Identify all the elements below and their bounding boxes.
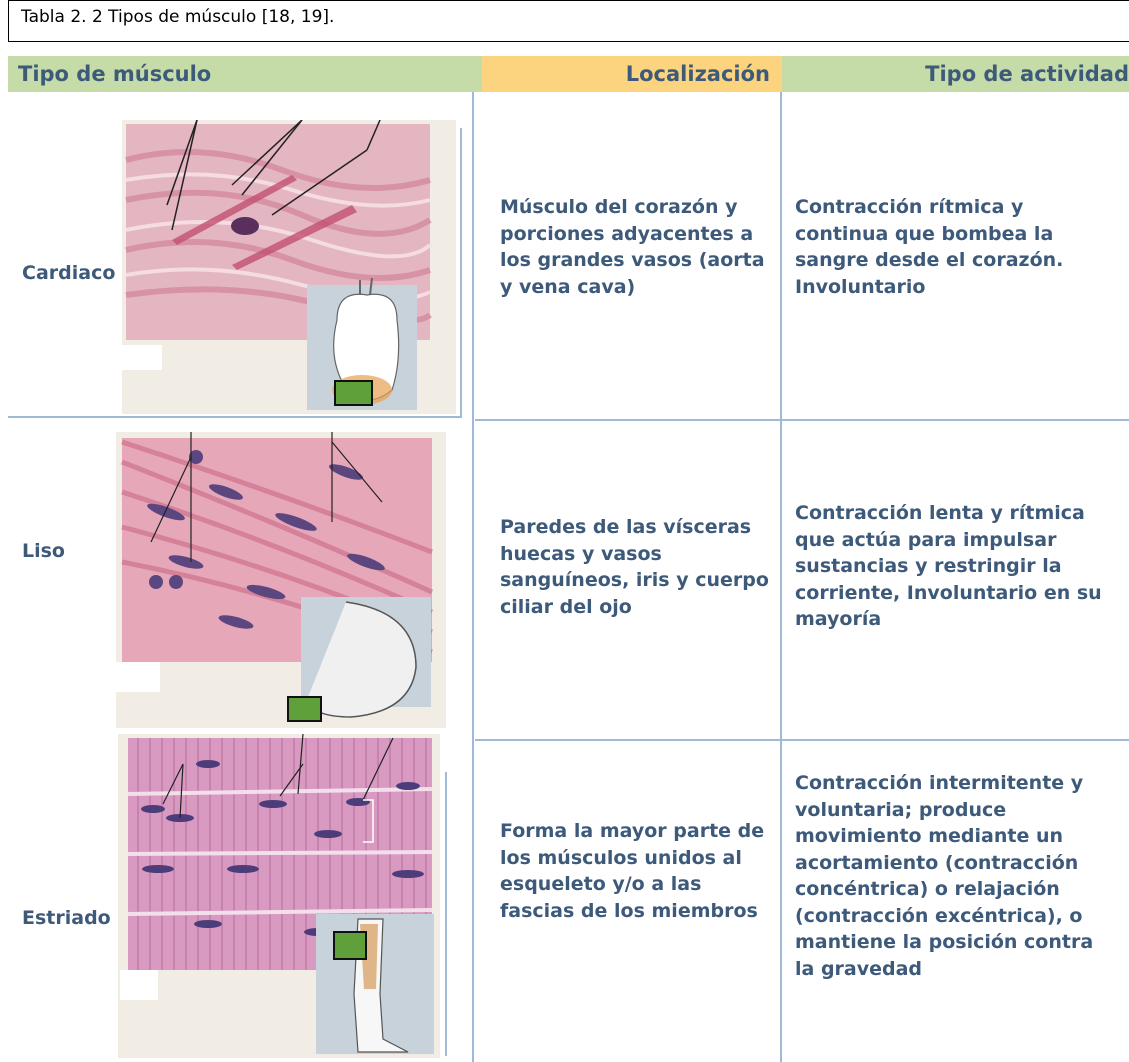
header-actividad: Tipo de actividad: [782, 56, 1129, 92]
cell-actividad-cardiaco: Contracción rítmica y continua que bombe…: [795, 196, 1064, 298]
skeletal-histology-icon: [118, 734, 440, 1058]
column-divider-2: [780, 92, 782, 1062]
table-caption: Tabla 2. 2 Tipos de músculo [18, 19].: [8, 0, 1129, 42]
row-divider-2: [475, 739, 1129, 741]
column-divider-1: [472, 92, 474, 1062]
row-label-liso: Liso: [22, 540, 65, 562]
header-tipo: Tipo de músculo: [8, 56, 482, 92]
smooth-histology-icon: [116, 432, 446, 728]
cell-localizacion-estriado: Forma la mayor parte de los músculos uni…: [500, 820, 765, 922]
row-label-cardiaco: Cardiaco: [22, 262, 116, 284]
cell-localizacion-cardiaco: Músculo del corazón y porciones adyacent…: [500, 196, 765, 298]
row-label-estriado: Estriado: [22, 907, 111, 929]
row-divider-1: [8, 416, 462, 418]
image-frame-line-3: [445, 772, 447, 1056]
cell-actividad-estriado: Contracción intermitente y voluntaria; p…: [795, 772, 1094, 980]
cardiac-histology-icon: [122, 120, 456, 414]
smooth-muscle-image: [116, 432, 446, 728]
skeletal-muscle-image: [118, 734, 440, 1058]
cell-localizacion-liso: Paredes de las vísceras huecas y vasos s…: [500, 516, 769, 618]
row-divider-1b: [475, 419, 1129, 421]
cell-actividad-liso: Contracción lenta y rítmica que actúa pa…: [795, 502, 1102, 630]
header-localizacion: Localización: [482, 56, 782, 92]
cardiac-muscle-image: [122, 120, 456, 414]
image-frame-line-1: [460, 128, 462, 416]
